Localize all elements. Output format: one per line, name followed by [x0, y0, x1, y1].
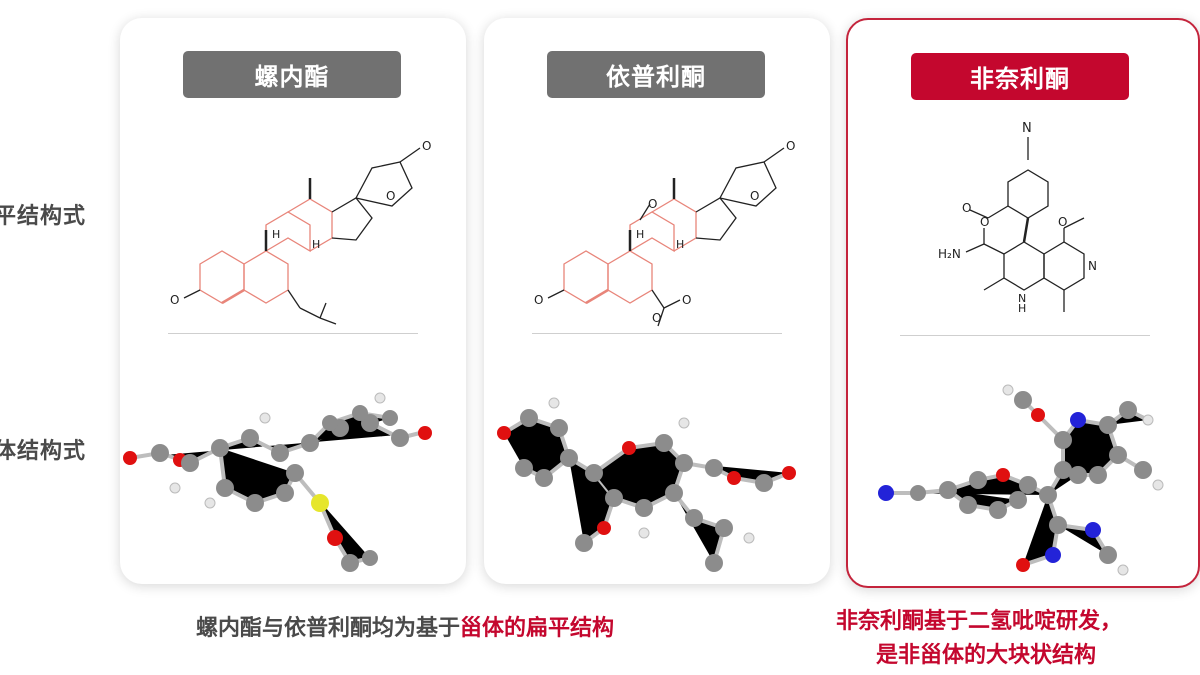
card-divider	[168, 333, 418, 334]
atom-label-o: O	[980, 215, 989, 229]
atom-label-amide: H₂N	[938, 247, 961, 261]
atom-label-o: O	[534, 293, 543, 307]
card-eplerenone: 依普利酮 O O O O O O H H	[484, 18, 830, 584]
atom-label-o: O	[422, 139, 431, 153]
atom-label-o: O	[962, 201, 971, 215]
caption-steroid-part2: 甾体的扁平结构	[460, 616, 615, 641]
drug-name-badge: 非奈利酮	[911, 53, 1129, 100]
atom-label-o: O	[386, 189, 395, 203]
row-label-3d-structure: 体结构式	[0, 439, 87, 464]
caption-finerenone-text1: 非奈利酮基于二氢吡啶研发，	[836, 609, 1123, 634]
caption-finerenone-line2: 是非甾体的大块状结构	[876, 637, 1096, 669]
drug-name-badge: 螺内酯	[183, 51, 401, 98]
caption-finerenone-text2: 是非甾体的大块状结构	[876, 643, 1097, 668]
ball-and-stick-3d-spironolactone	[123, 392, 432, 572]
card-spironolactone: 螺内酯 O O O H H	[120, 18, 466, 584]
structure-2d-spironolactone: O O O H H	[170, 139, 431, 325]
drug-name-badge: 依普利酮	[547, 51, 765, 98]
atom-label-n: N	[1022, 121, 1032, 136]
atom-label-h: H	[272, 228, 280, 241]
card-divider	[900, 335, 1150, 336]
atom-label-o: O	[648, 197, 657, 211]
structure-2d-finerenone: N O O H₂N O N N H	[938, 121, 1097, 315]
atom-label-h: H	[312, 238, 320, 251]
atom-label-o: O	[1058, 215, 1067, 229]
atom-label-o: O	[170, 293, 179, 307]
caption-steroid: 螺内酯与依普利酮均为基于甾体的扁平结构	[196, 610, 614, 642]
ball-and-stick-3d-eplerenone	[497, 397, 796, 572]
atom-label-o: O	[682, 293, 691, 307]
ball-and-stick-3d-finerenone	[878, 384, 1164, 576]
atom-label-h: H	[676, 238, 684, 251]
structure-2d-eplerenone: O O O O O O H H	[534, 139, 795, 327]
atom-label-h: H	[1018, 302, 1026, 315]
card-divider	[532, 333, 782, 334]
card-finerenone: 非奈利酮 N O O H₂N O N N H	[846, 18, 1200, 588]
atom-label-n: N	[1088, 259, 1097, 273]
atom-label-o: O	[652, 311, 661, 325]
caption-steroid-part1: 螺内酯与依普利酮均为基于	[196, 616, 461, 641]
atom-label-n: N	[1018, 292, 1026, 305]
atom-label-h: H	[636, 228, 644, 241]
atom-label-o: O	[750, 189, 759, 203]
row-label-2d-structure: 平结构式	[0, 204, 87, 229]
caption-finerenone-line1: 非奈利酮基于二氢吡啶研发，	[836, 603, 1122, 635]
atom-label-o: O	[786, 139, 795, 153]
